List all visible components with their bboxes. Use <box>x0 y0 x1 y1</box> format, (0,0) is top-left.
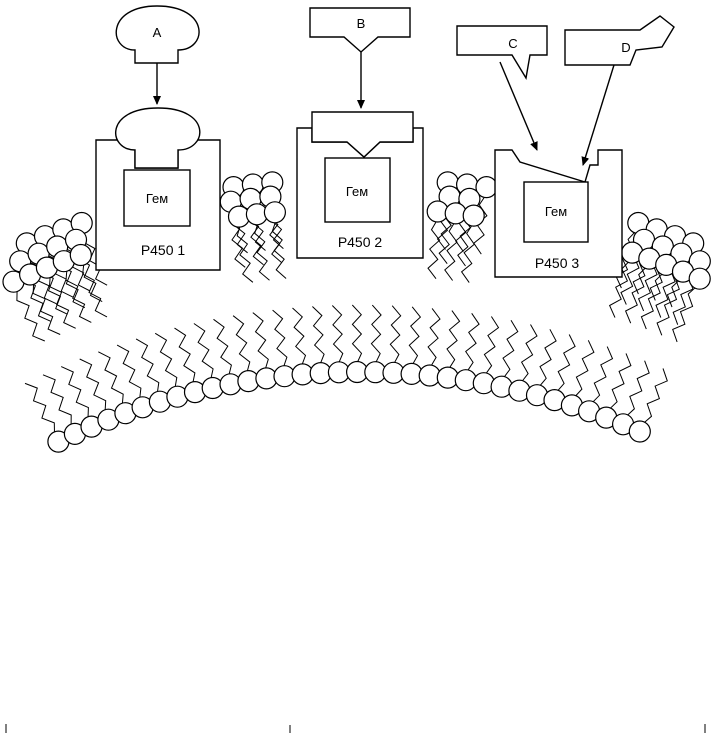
lipid-tail <box>79 358 107 412</box>
lipid-tail <box>24 382 55 434</box>
substrate-b-shape <box>309 7 411 53</box>
substrate-b-label: B <box>357 16 366 31</box>
lipid-tail <box>174 327 196 384</box>
lipid-tail <box>292 307 307 366</box>
substrate-a: A <box>115 5 200 105</box>
p450-1-bound-substrate <box>115 107 201 169</box>
p450-2-name: P450 2 <box>338 234 383 250</box>
lipid-tail <box>82 263 108 318</box>
lipid-tail <box>574 340 595 398</box>
substrate-d-shape <box>564 15 675 66</box>
lipid-tail <box>48 275 76 329</box>
lipid-tail <box>254 223 270 281</box>
arrow-d-to-p450-3 <box>581 64 615 166</box>
substrate-c-label: C <box>508 36 517 51</box>
lipid-tail <box>60 366 89 419</box>
lipid-tail <box>154 332 178 389</box>
lipid-tail <box>444 222 458 281</box>
p450-1-name: P450 1 <box>141 242 186 258</box>
lipid-head <box>263 201 286 224</box>
lipid-tail <box>98 351 124 405</box>
lipid-tail <box>591 346 614 404</box>
lipid-tail <box>312 306 325 365</box>
lipid-tail <box>193 323 214 380</box>
lipid-tail <box>271 221 287 279</box>
lipid-tail <box>42 374 72 426</box>
lipid-tail <box>656 279 680 336</box>
lipid-tail <box>232 315 251 373</box>
lipid-bilayer <box>2 171 711 453</box>
lipid-head <box>69 243 92 267</box>
lipid-heads <box>2 171 711 453</box>
lipid-tail <box>427 308 441 367</box>
lipid-tail <box>556 334 576 392</box>
enzyme-p450-1: Гем P450 1 <box>95 107 221 271</box>
lipid-tail <box>252 312 269 370</box>
lipid-tail <box>116 344 142 399</box>
enzyme-p450-2: Гем P450 2 <box>296 111 424 259</box>
lipid-tail <box>213 318 232 376</box>
lipid-head <box>688 267 711 290</box>
substrate-b: B <box>309 7 411 109</box>
lipid-tail <box>465 313 480 372</box>
lipid-tail <box>460 224 475 283</box>
lipid-tail <box>609 353 632 410</box>
lipid-tail <box>672 286 697 343</box>
lipid-head <box>462 204 485 227</box>
p450-3-heme-box <box>523 181 589 243</box>
arrow-c-to-p450-3 <box>499 61 538 151</box>
p450-2-bound-substrate <box>311 111 414 158</box>
lipid-tail <box>446 310 461 369</box>
lipid-tail <box>370 304 382 364</box>
p450-3-heme-label: Гем <box>545 204 567 219</box>
lipid-tail <box>32 282 61 335</box>
p450-3-name: P450 3 <box>535 255 580 271</box>
lipid-tail <box>351 304 363 364</box>
lipid-tail <box>272 309 288 368</box>
lipid-head <box>628 420 651 443</box>
lipid-tail <box>643 368 668 424</box>
lipid-tail <box>626 360 650 417</box>
lipid-tail <box>135 338 160 394</box>
lipid-tail <box>502 319 519 379</box>
enzyme-p450-3: Гем P450 3 <box>494 149 623 278</box>
lipid-tail <box>65 269 92 323</box>
substrate-c: C <box>456 25 548 151</box>
page-edge-marks <box>5 724 706 733</box>
substrate-a-label: A <box>153 25 162 40</box>
lipid-tail <box>483 316 500 375</box>
p450-1-heme-box <box>123 169 191 227</box>
lipid-tail <box>624 266 647 324</box>
lipid-tail <box>538 329 557 387</box>
lipid-tail <box>520 324 538 383</box>
lipid-tail <box>427 220 441 280</box>
lipid-tail <box>331 305 344 364</box>
lipid-tail <box>236 225 254 283</box>
lipid-tail <box>640 272 664 330</box>
lipid-tail <box>408 306 422 366</box>
substrate-d-label: D <box>621 40 630 55</box>
substrate-a-shape <box>115 5 200 64</box>
lipid-tail <box>389 305 402 365</box>
p450-2-heme-box <box>324 157 391 223</box>
lipid-tail <box>16 289 45 342</box>
p450-1-heme-label: Гем <box>146 191 168 206</box>
p450-2-heme-label: Гем <box>346 184 368 199</box>
substrate-d: D <box>564 15 675 166</box>
substrate-c-shape <box>456 25 548 80</box>
